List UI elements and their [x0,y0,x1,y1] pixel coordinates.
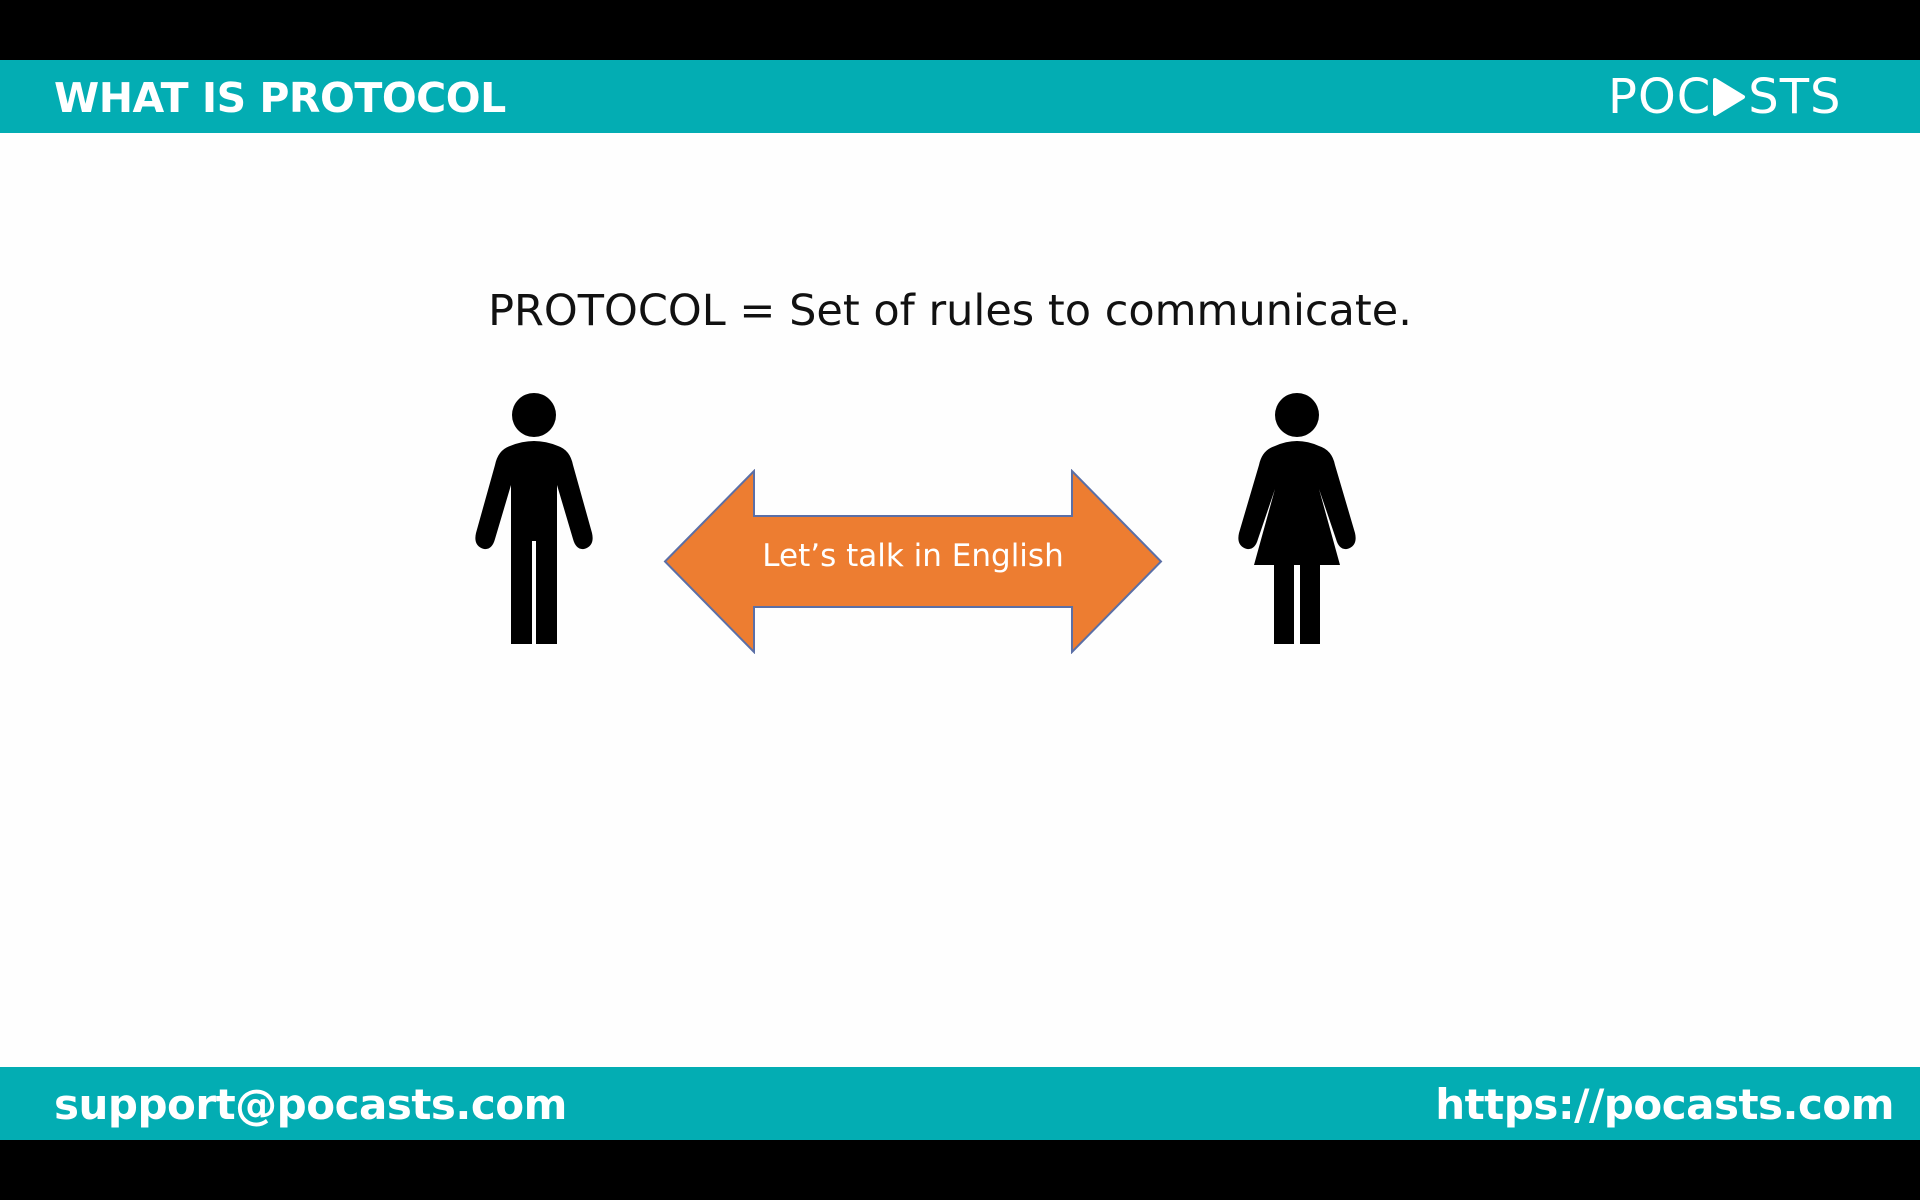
header-band: WHAT IS PROTOCOL POC STS [0,60,1920,133]
woman-icon [1238,393,1356,644]
arrow-label: Let’s talk in English [762,538,1064,574]
slide-title: WHAT IS PROTOCOL [54,74,506,122]
brand-logo: POC STS [1608,71,1842,123]
man-icon [475,393,593,644]
website-url: https://pocasts.com [1435,1080,1894,1129]
footer-band: support@pocasts.com https://pocasts.com [0,1067,1920,1140]
support-email: support@pocasts.com [54,1080,567,1129]
brand-logo-prefix: POC [1608,69,1712,125]
play-icon [1713,78,1746,116]
two-way-arrow: Let’s talk in English [662,469,1164,654]
slide: WHAT IS PROTOCOL POC STS PROTOCOL = Set … [0,60,1920,1140]
protocol-definition: PROTOCOL = Set of rules to communicate. [488,286,1412,336]
brand-logo-suffix: STS [1748,69,1842,125]
double-arrow-shape [663,469,1163,654]
udemy-watermark: Udemy [1867,1040,1914,1055]
